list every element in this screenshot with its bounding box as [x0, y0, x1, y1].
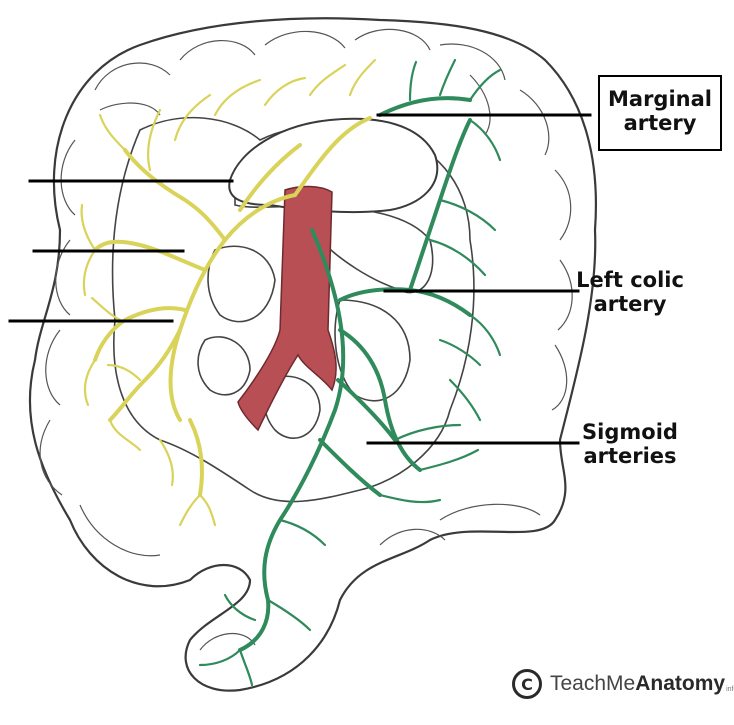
left-colic-artery-label: Left colic artery	[560, 268, 700, 316]
superior-mesenteric-twigs	[80, 58, 377, 527]
marginal-artery-box	[598, 75, 722, 151]
brand-name-bold: Anatomy	[635, 672, 726, 695]
copyright-icon: C	[512, 669, 542, 699]
marginal-artery-label: Marginal artery	[598, 87, 722, 135]
sigmoid-label-line2: arteries	[583, 444, 677, 468]
aorta	[237, 185, 337, 432]
inferior-mesenteric-twigs	[198, 58, 502, 687]
teachmeanatomy-watermark: C TeachMeAnatomy info	[512, 664, 734, 704]
left-colic-label-line1: Left colic	[576, 268, 684, 292]
sigmoid-arteries-label: Sigmoid arteries	[560, 420, 700, 468]
superior-mesenteric-branches	[93, 116, 372, 497]
leader-lines	[8, 113, 592, 445]
haustra-texture	[39, 28, 573, 651]
brand-suffix: info	[726, 685, 734, 693]
marginal-artery-label-line1: Marginal	[608, 87, 712, 111]
brand-name: TeachMeAnatomy	[550, 672, 725, 696]
left-colic-label-line2: artery	[593, 292, 667, 316]
brand-name-regular: TeachMe	[550, 672, 636, 695]
sigmoid-label-line1: Sigmoid	[582, 420, 678, 444]
marginal-artery-label-line2: artery	[623, 111, 697, 135]
